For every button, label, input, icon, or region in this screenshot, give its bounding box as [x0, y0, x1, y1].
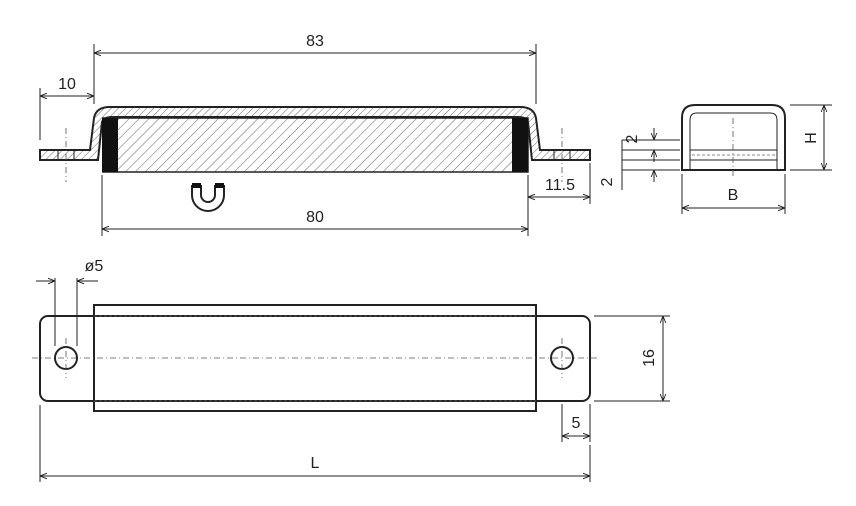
dim-2-bottom: 2 — [599, 177, 616, 186]
pole-piece-left — [102, 118, 118, 172]
magnet-symbol-icon — [191, 183, 225, 212]
pole-piece-right — [512, 118, 528, 172]
top-view-base-plate — [39, 315, 591, 402]
dim-2-top: 2 — [624, 134, 641, 143]
dim-10: 10 — [58, 76, 76, 93]
dim-5: 5 — [572, 415, 581, 432]
top-view: ø5 16 5 L — [32, 258, 670, 482]
end-view: H B 2 2 — [599, 104, 832, 214]
dim-83: 83 — [306, 33, 324, 50]
dim-11-5: 11.5 — [545, 177, 575, 194]
dim-B: B — [728, 187, 739, 204]
dim-H: H — [803, 132, 820, 144]
dim-80: 80 — [306, 209, 324, 226]
dim-L: L — [311, 455, 320, 472]
magnet-core — [102, 117, 529, 173]
end-view-outline — [681, 104, 786, 171]
dim-hole-diameter: ø5 — [85, 258, 104, 275]
dim-16: 16 — [641, 349, 658, 367]
side-section-view: 83 10 80 11.5 — [39, 33, 591, 236]
